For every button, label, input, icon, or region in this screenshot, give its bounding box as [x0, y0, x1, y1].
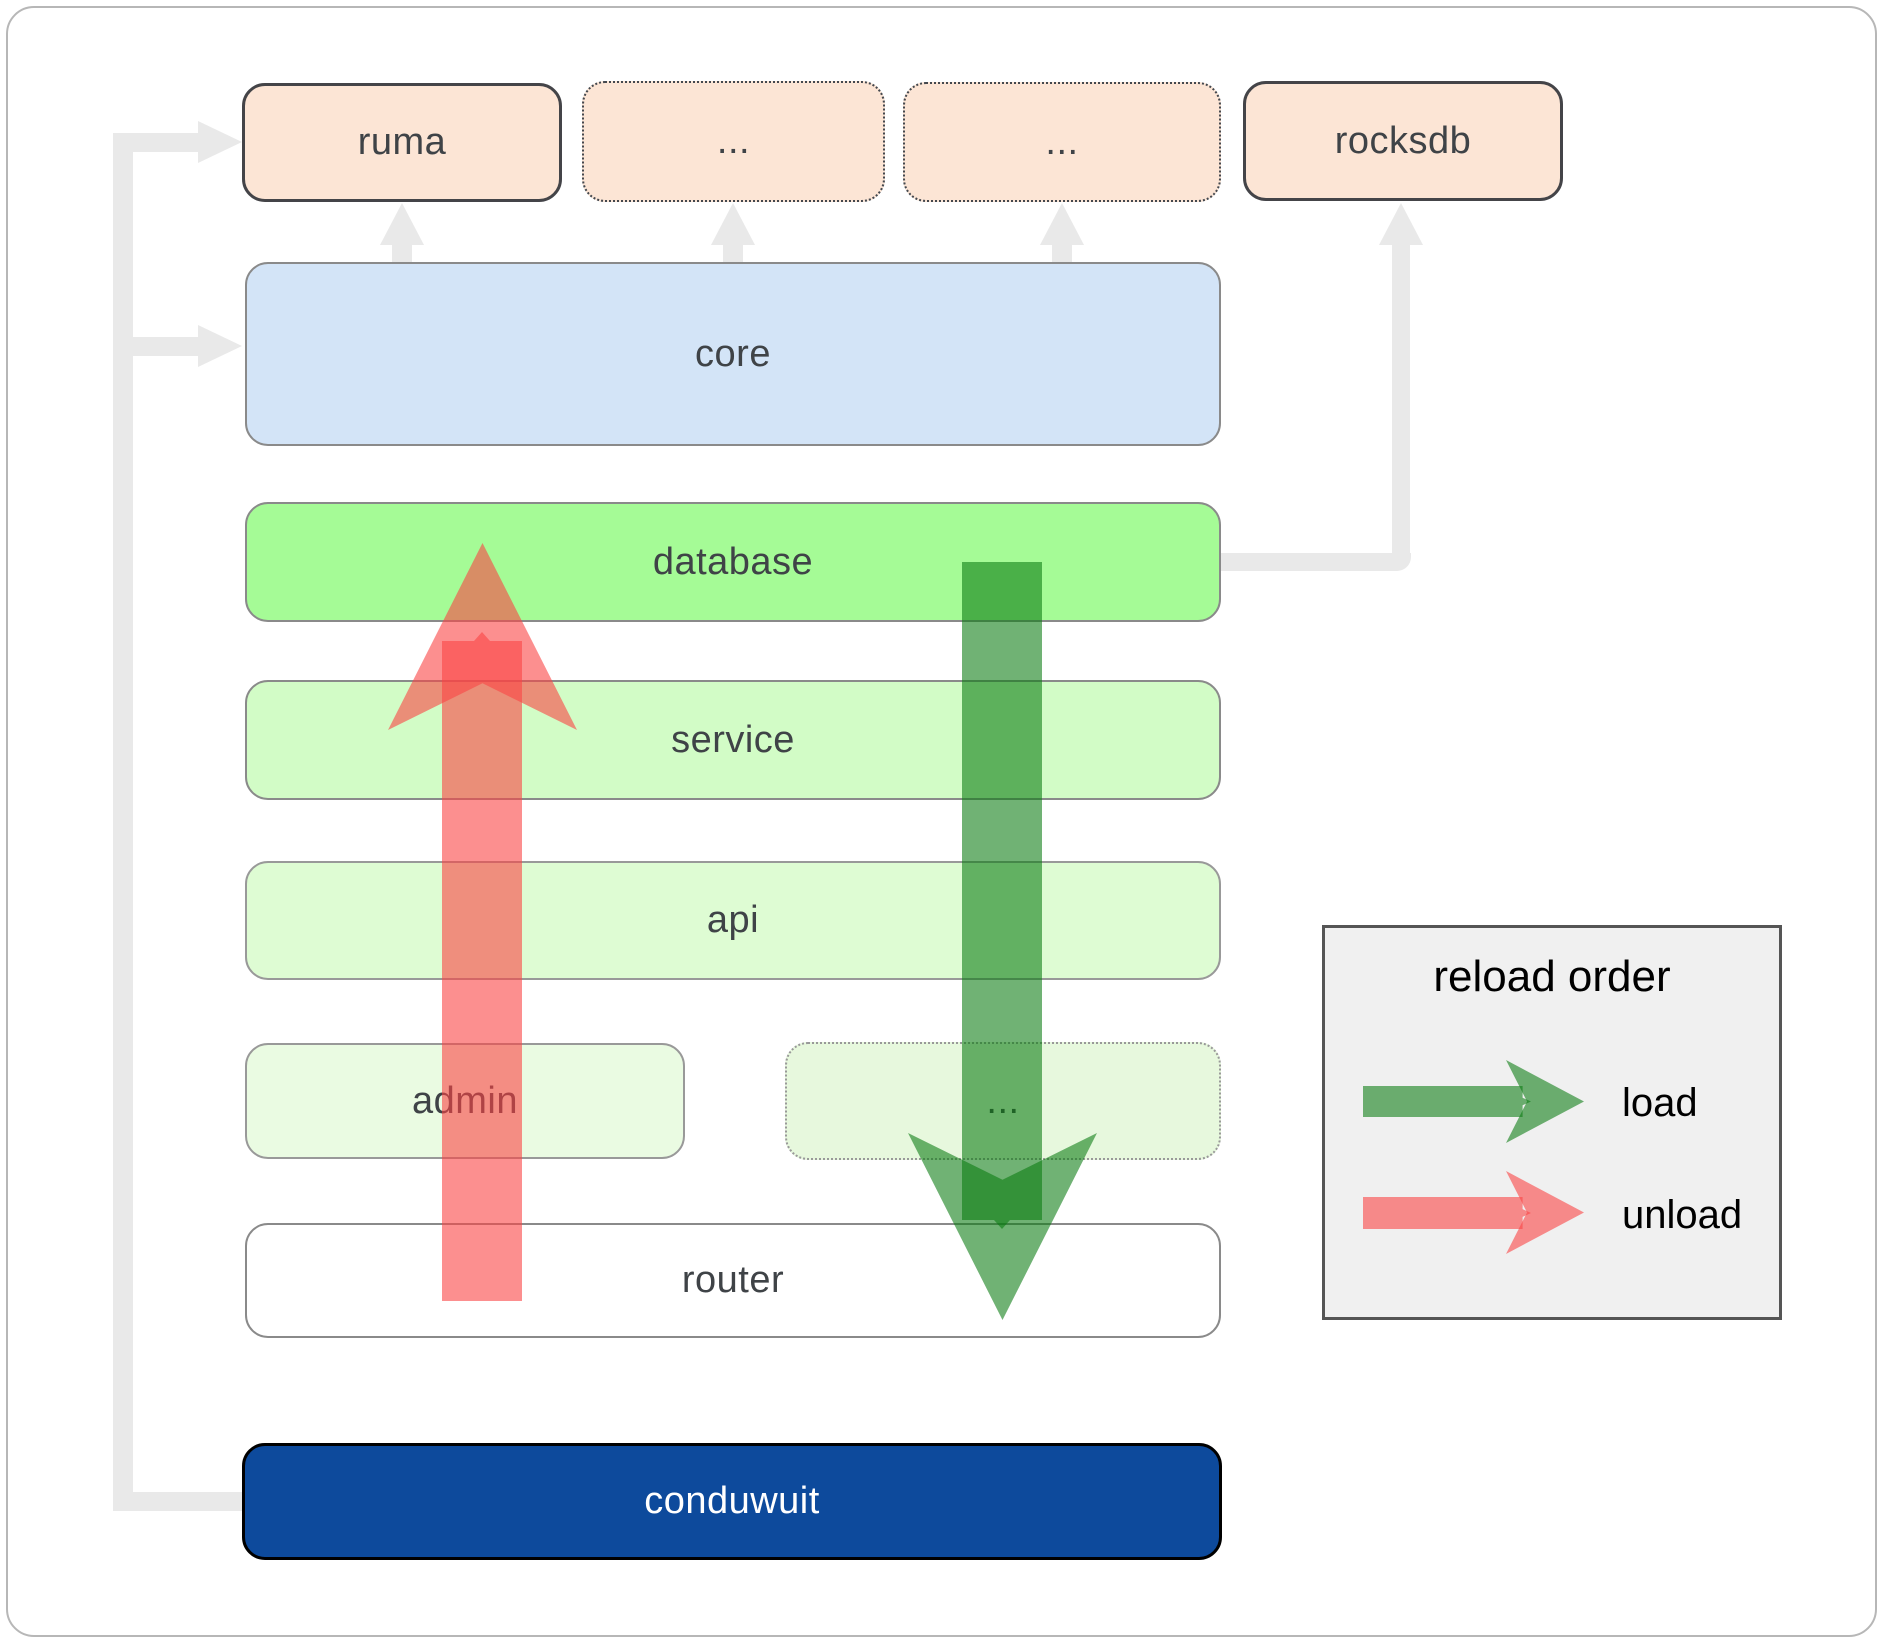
rocksdb-label: rocksdb: [1334, 119, 1472, 162]
legend-title: reload order: [1433, 952, 1671, 1001]
load-arrow-body: [962, 562, 1042, 1229]
legend-load-label: load: [1622, 1081, 1698, 1125]
conduwuit-feedback-line: [113, 133, 133, 1510]
ext1-label: ...: [716, 120, 751, 162]
box-core: core: [245, 262, 1221, 446]
core-to-ruma-shaft: [392, 245, 412, 262]
legend-panel: [1322, 925, 1782, 1320]
ruma-label: ruma: [357, 121, 447, 163]
core-to-ext2-shaft: [1052, 245, 1072, 262]
line-to-ruma: [113, 133, 200, 152]
box-rocksdb: rocksdb: [1243, 81, 1563, 201]
line-to-core: [113, 337, 200, 356]
core-to-ext1-shaft: [723, 245, 743, 262]
box-service: service: [245, 680, 1221, 800]
box-router: router: [245, 1223, 1221, 1338]
database-to-rocksdb-horizontal: [1221, 553, 1411, 571]
legend-unload-arrow-body: [1363, 1197, 1531, 1229]
box-database: database: [245, 502, 1221, 622]
box-external-crate-2: ...: [903, 82, 1221, 202]
service-label: service: [671, 718, 795, 761]
core-label: core: [695, 332, 771, 375]
legend-unload-label: unload: [1622, 1193, 1743, 1237]
diagram-outer-frame: [6, 6, 1877, 1637]
box-external-crate-1: ...: [582, 81, 885, 202]
box-ruma: ruma: [242, 83, 562, 202]
conduwuit-label: conduwuit: [644, 1480, 820, 1522]
database-to-rocksdb-vertical: [1392, 245, 1410, 560]
router-label: router: [681, 1259, 785, 1301]
api-label: api: [706, 899, 760, 941]
unload-arrow-body: [442, 632, 522, 1301]
box-api: api: [245, 861, 1221, 980]
line-from-conduwuit: [113, 1492, 243, 1511]
box-conduwuit: conduwuit: [242, 1443, 1222, 1560]
ext2-label: ...: [1045, 120, 1079, 163]
database-label: database: [652, 540, 814, 583]
legend-load-arrow-body: [1363, 1086, 1531, 1117]
